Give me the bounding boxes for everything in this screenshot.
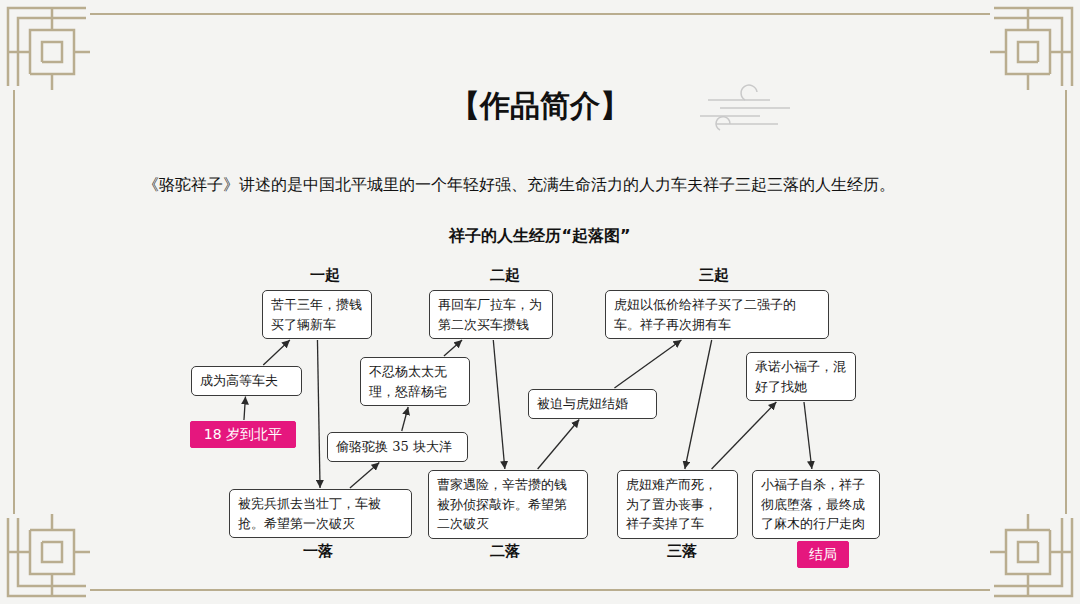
event-box: 承诺小福子，混好了找她 — [746, 352, 856, 401]
flow-arrow — [493, 340, 505, 469]
box-text: 成为高等车夫 — [200, 371, 293, 391]
flow-arrow — [685, 340, 712, 469]
label-text: 二起 — [490, 266, 520, 284]
box-text: 虎妞难产而死，为了置办丧事，祥子卖掉了车 — [626, 475, 729, 534]
label-text: 《骆驼祥子》讲述的是中国北平城里的一个年轻好强、充满生命活力的人力车夫祥子三起三… — [143, 175, 895, 194]
flow-arrow — [444, 340, 462, 356]
event-box: 成为高等车夫 — [191, 366, 302, 396]
flow-arrow — [317, 340, 320, 488]
flow-arrow — [402, 407, 408, 431]
event-box: 虎妞难产而死，为了置办丧事，祥子卖掉了车 — [617, 470, 738, 539]
highlight-box: 结局 — [797, 541, 849, 568]
event-box: 被宪兵抓去当壮丁，车被抢。希望第一次破灭 — [229, 489, 412, 538]
event-box: 虎妞以低价给祥子买了二强子的车。祥子再次拥有车 — [605, 290, 829, 339]
slide-title: 【作品简介】 — [240, 86, 840, 127]
intro-text: 《骆驼祥子》讲述的是中国北平城里的一个年轻好强、充满生命活力的人力车夫祥子三起三… — [143, 175, 1063, 196]
label-text: 一起 — [310, 266, 340, 284]
flow-arrow — [350, 463, 379, 489]
label-text: 一落 — [303, 542, 333, 560]
box-text: 被宪兵抓去当壮丁，车被抢。希望第一次破灭 — [238, 494, 403, 533]
event-box: 被迫与虎妞结婚 — [528, 389, 657, 419]
frame-border — [14, 14, 1066, 590]
flow-arrow — [244, 397, 246, 421]
title-text: 【作品简介】 — [450, 88, 630, 123]
fall-label: 一落 — [288, 542, 348, 561]
box-text: 结局 — [804, 544, 842, 565]
flow-arrow — [804, 402, 812, 469]
cloud-ornament — [700, 85, 790, 130]
flow-arrow — [614, 340, 681, 388]
flow-arrow — [712, 402, 777, 469]
box-text: 承诺小福子，混好了找她 — [755, 357, 847, 396]
box-text: 苦干三年，攒钱买了辆新车 — [271, 295, 363, 334]
box-text: 虎妞以低价给祥子买了二强子的车。祥子再次拥有车 — [614, 295, 820, 334]
event-box: 再回车厂拉车，为第二次买车攒钱 — [429, 290, 553, 339]
box-text: 偷骆驼换 35 块大洋 — [336, 437, 459, 457]
event-box: 不忍杨太太无理，怒辞杨宅 — [360, 357, 470, 406]
box-text: 被迫与虎妞结婚 — [537, 394, 648, 414]
event-box: 小福子自杀，祥子彻底堕落，最终成了麻木的行尸走肉 — [752, 470, 880, 539]
rise-label: 三起 — [684, 266, 744, 285]
fall-label: 二落 — [475, 542, 535, 561]
highlight-box: 18 岁到北平 — [190, 421, 296, 448]
rise-label: 一起 — [295, 266, 355, 285]
box-text: 18 岁到北平 — [197, 424, 289, 445]
label-text: 三起 — [699, 266, 729, 284]
fall-label: 三落 — [652, 542, 712, 561]
flow-arrow — [538, 420, 580, 470]
flow-arrow — [263, 340, 290, 365]
label-text: 三落 — [667, 542, 697, 560]
event-box: 苦干三年，攒钱买了辆新车 — [262, 290, 372, 339]
box-text: 小福子自杀，祥子彻底堕落，最终成了麻木的行尸走肉 — [761, 475, 871, 534]
diagram-subtitle: 祥子的人生经历“起落图” — [340, 226, 740, 247]
label-text: 二落 — [490, 542, 520, 560]
box-text: 曹家遇险，辛苦攒的钱被孙侦探敲诈。希望第二次破灭 — [437, 475, 579, 534]
label-text: 祥子的人生经历“起落图” — [449, 226, 630, 245]
event-box: 偷骆驼换 35 块大洋 — [327, 432, 468, 462]
rise-label: 二起 — [475, 266, 535, 285]
box-text: 不忍杨太太无理，怒辞杨宅 — [369, 362, 461, 401]
box-text: 再回车厂拉车，为第二次买车攒钱 — [438, 295, 544, 334]
event-box: 曹家遇险，辛苦攒的钱被孙侦探敲诈。希望第二次破灭 — [428, 470, 588, 539]
